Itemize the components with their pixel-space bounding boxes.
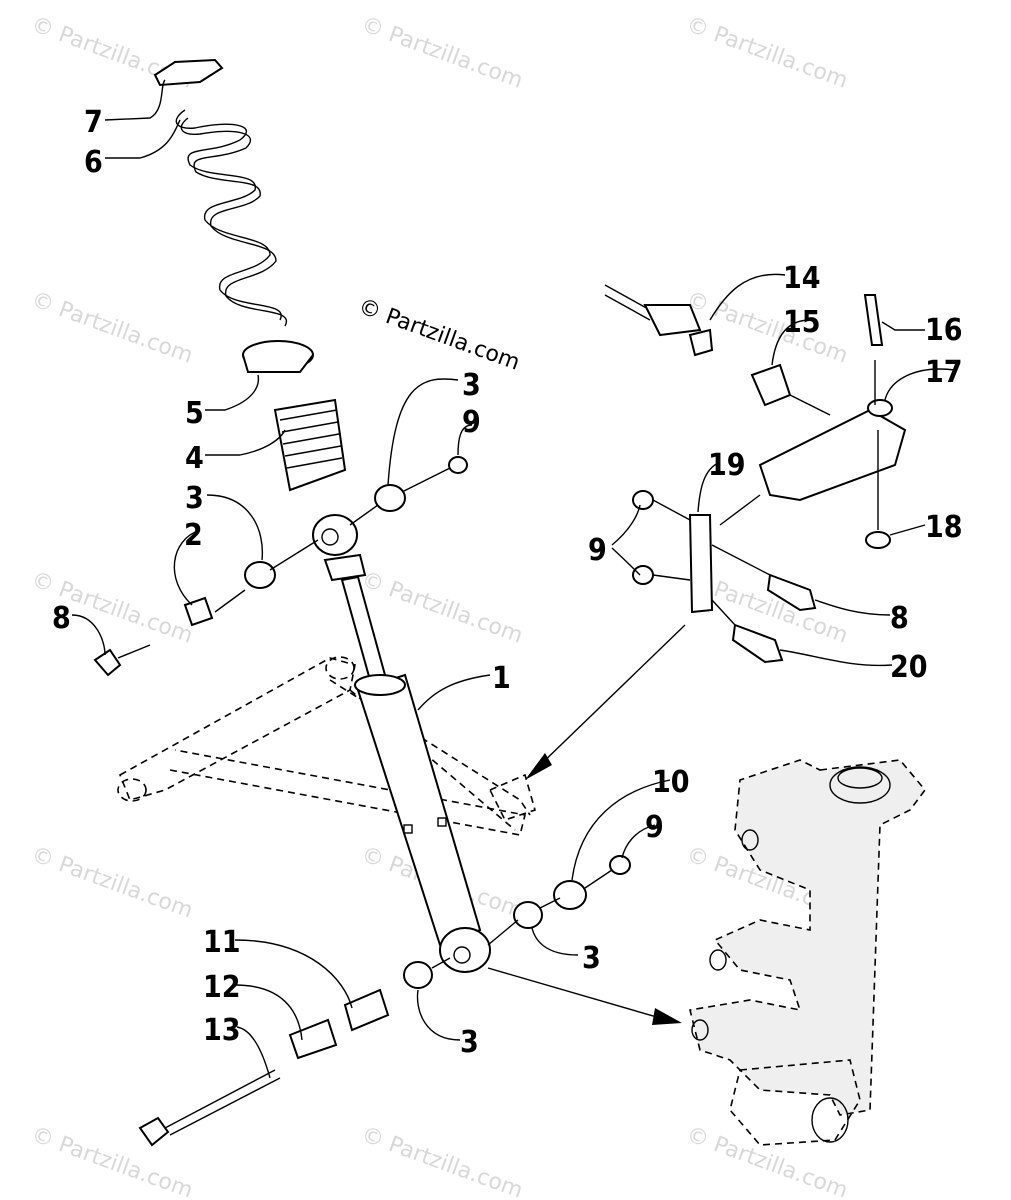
- callout-label: 9: [588, 533, 607, 568]
- spindle-outline: [689, 759, 927, 1146]
- copyright-text: © Partzilla.com: [355, 294, 523, 376]
- callout-label: 3: [185, 481, 204, 516]
- callout-label: 2: [184, 518, 203, 553]
- callout-labels: 7 6 5 4 3 9 3 2 8 1 14 15 16 17 19 9 18 …: [52, 105, 963, 1060]
- callout-label: 15: [783, 305, 821, 340]
- callout-label: 10: [652, 765, 690, 800]
- callout-label: 5: [185, 396, 204, 431]
- hardware-lower: [138, 855, 631, 1147]
- callout-label: 18: [925, 510, 963, 545]
- callout-label: 7: [84, 105, 103, 140]
- callout-label: 16: [925, 313, 963, 348]
- callout-label: 17: [925, 355, 963, 390]
- callout-label: 14: [783, 261, 821, 296]
- callout-label: 3: [462, 368, 481, 403]
- hardware-left: [93, 456, 468, 677]
- watermark: © Partzilla.com: [358, 12, 526, 94]
- watermark: © Partzilla.com: [358, 1122, 526, 1200]
- callout-label: 19: [708, 448, 746, 483]
- leader-lines: [71, 79, 956, 1079]
- shock-absorber: [312, 514, 491, 973]
- callout-label: 4: [185, 441, 204, 476]
- callout-label: 3: [460, 1025, 479, 1060]
- callout-label: 12: [203, 970, 241, 1005]
- callout-label: 8: [52, 601, 71, 636]
- callout-label: 9: [645, 810, 664, 845]
- watermark: © Partzilla.com: [358, 567, 526, 649]
- watermark: © Partzilla.com: [28, 842, 196, 924]
- spring-assembly: [153, 58, 347, 492]
- watermark: © Partzilla.com: [683, 1122, 851, 1200]
- watermark: © Partzilla.com: [683, 12, 851, 94]
- callout-label: 8: [890, 601, 909, 636]
- callout-label: 9: [462, 405, 481, 440]
- arrows: [487, 624, 686, 1025]
- watermark: © Partzilla.com: [28, 287, 196, 369]
- callout-label: 11: [203, 925, 241, 960]
- linkage-right: [604, 284, 907, 664]
- callout-label: 3: [582, 941, 601, 976]
- callout-label: 13: [203, 1013, 241, 1048]
- watermark: © Partzilla.com: [683, 287, 851, 369]
- callout-label: 1: [492, 661, 511, 696]
- callout-label: 20: [890, 650, 928, 685]
- callout-label: 6: [84, 145, 103, 180]
- a-arm-outline: [117, 656, 536, 836]
